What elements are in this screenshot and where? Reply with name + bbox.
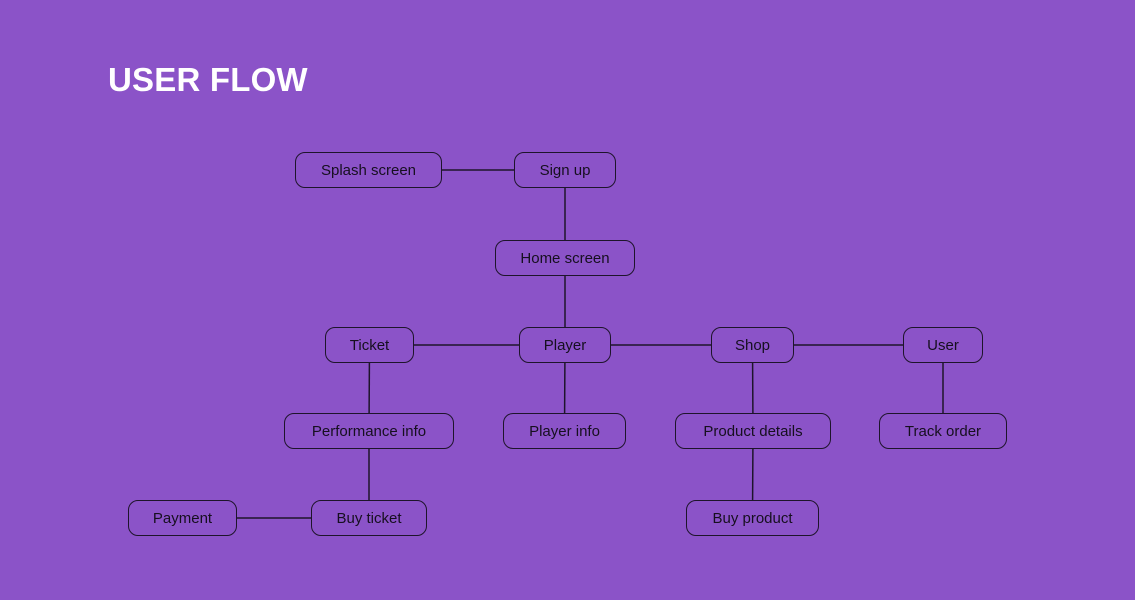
flow-node-payment: Payment [128, 500, 237, 536]
flow-node-track-order: Track order [879, 413, 1007, 449]
flow-node-label: Ticket [349, 336, 390, 354]
flow-node-label: Home screen [520, 249, 610, 267]
flow-node-product-details: Product details [675, 413, 831, 449]
flow-node-buy-product: Buy product [686, 500, 819, 536]
flow-node-label: Splash screen [320, 161, 417, 179]
flow-node-buy-ticket: Buy ticket [311, 500, 427, 536]
flow-node-label: User [927, 336, 959, 354]
page-title: USER FLOW [108, 61, 308, 98]
flow-node-performance-info: Performance info [284, 413, 454, 449]
flow-node-shop: Shop [711, 327, 794, 363]
flow-node-label: Buy product [712, 509, 793, 527]
flow-node-label: Track order [904, 422, 982, 440]
flow-node-label: Performance info [311, 422, 427, 440]
flow-node-label: Player info [529, 422, 600, 440]
flow-node-player-info: Player info [503, 413, 626, 449]
flow-node-label: Buy ticket [336, 509, 402, 527]
flow-node-ticket: Ticket [325, 327, 414, 363]
flow-node-label: Player [543, 336, 587, 354]
flow-node-splash-screen: Splash screen [295, 152, 442, 188]
flow-node-label: Payment [152, 509, 213, 527]
flow-node-player: Player [519, 327, 611, 363]
flow-node-label: Sign up [539, 161, 591, 179]
flow-node-sign-up: Sign up [514, 152, 616, 188]
flow-node-label: Shop [734, 336, 771, 354]
flow-node-label: Product details [703, 422, 803, 440]
flow-node-home-screen: Home screen [495, 240, 635, 276]
flow-node-user: User [903, 327, 983, 363]
